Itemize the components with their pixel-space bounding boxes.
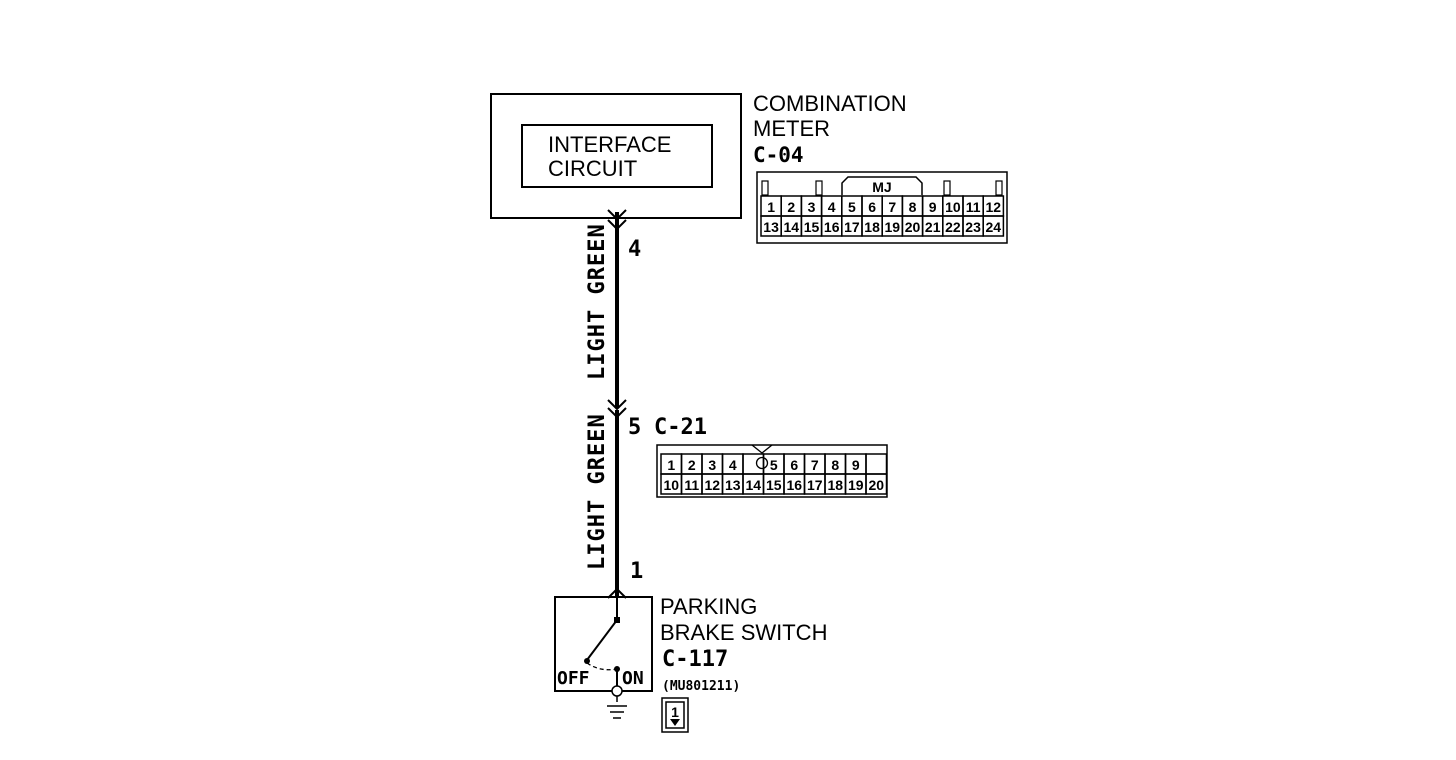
combination-meter-title-line1: COMBINATION [753,91,907,116]
connector-c04-pin-label: 23 [965,219,981,235]
connector-c04-pin-label: 8 [909,199,917,215]
pin-4-terminal-icon [607,209,627,231]
connector-c04-pin-label: 7 [888,199,896,215]
connector-c04-pin-label: 22 [945,219,961,235]
connector-c21-pin-label: 3 [708,457,716,473]
connector-c21-pin-label: 20 [868,477,884,493]
wire-lower-color-label: LIGHT GREEN [585,413,610,570]
connector-c04-pin-label: 24 [986,219,1002,235]
connector-c04-grid [760,195,1005,237]
switch-on-label: ON [622,668,644,689]
connector-c21-pin-label: 11 [684,477,699,493]
connector-c04-pin-label: 11 [966,199,981,215]
parking-brake-part-number: (MU801211) [662,679,740,694]
parking-brake-title-line2: BRAKE SWITCH [660,620,827,645]
switch-off-label: OFF [557,668,590,689]
connector-c04-pin-label: 2 [787,199,795,215]
connector-c04-pin-label: 12 [986,199,1002,215]
interface-circuit-line2: CIRCUIT [548,156,637,181]
connector-c04-pin-label: 9 [929,199,937,215]
connector-c21-pin-label: 9 [852,457,860,473]
connector-c04-pin-label: 19 [885,219,901,235]
interface-circuit-box [521,124,713,188]
connector-c04-pin-label: 10 [945,199,961,215]
connector-c21-key-icon [755,456,769,470]
connector-c21-grid [660,453,888,495]
connector-c21-pin-label: 15 [766,477,782,493]
connector-c21-pin-label: 13 [725,477,741,493]
connector-c04-pin-label: 15 [804,219,820,235]
connector-c04-pin-label: 18 [864,219,880,235]
combination-meter-title-line2: METER [753,116,830,141]
connector-c04-pin-label: 3 [808,199,816,215]
connector-c21-pin-label: 17 [807,477,823,493]
pin-1-terminal-icon [607,587,627,599]
connector-c04-pin-label: 20 [905,219,921,235]
connector-c117-pin: 1 [671,704,679,720]
connector-c21-pin-label: 6 [790,457,798,473]
connector-c21-pin-label: 10 [663,477,679,493]
pin-4-label: 4 [628,237,641,262]
switch-contact-icon [584,617,620,686]
connector-c04-pin-label: 5 [848,199,856,215]
connector-c21-pin-label: 16 [786,477,802,493]
connector-c21-pin-label: 2 [688,457,696,473]
connector-c04-pin-label: 14 [784,219,800,235]
connector-c117-face: 1 [661,697,689,733]
combination-meter-connector-id: C-04 [753,143,804,167]
connector-c21-pin-label: 1 [667,457,675,473]
connector-c21-pin-label: 4 [729,457,737,473]
connector-c21-pin-label: 14 [745,477,761,493]
connector-c04-cell [982,215,1005,237]
connector-c21-pin-label: 19 [848,477,864,493]
connector-c04-pin-label: 4 [828,199,836,215]
connector-c04-pin-label: 1 [767,199,775,215]
connector-c21-pin-label: 18 [827,477,843,493]
connector-c04-pin-label: 16 [824,219,840,235]
connector-c21-pin-label: 12 [704,477,720,493]
connector-c21-pin-label: 7 [811,457,819,473]
connector-c04-pin-label: 17 [844,219,860,235]
connector-c04-tag: MJ [872,179,891,195]
pin-1-label: 1 [630,559,643,584]
connector-c21-pin-label: 5 [770,457,778,473]
interface-circuit-line1: INTERFACE [548,132,671,157]
connector-c21-cell [865,473,888,495]
connector-c04-pin-label: 13 [763,219,779,235]
pin-5-label: 5 [628,415,641,440]
connector-c04-pin-label: 21 [925,219,941,235]
ground-icon [607,685,627,719]
wire-upper-color-label: LIGHT GREEN [585,223,610,380]
parking-brake-connector-id: C-117 [662,647,728,672]
junction-connector-id: C-21 [654,415,707,440]
connector-c21-pin-label: 8 [831,457,839,473]
parking-brake-title-line1: PARKING [660,594,757,619]
parking-brake-switch-box [554,596,653,692]
connector-c21-cell [742,453,765,475]
connector-c04-pin-label: 6 [868,199,876,215]
connector-c21-cell [865,453,888,475]
